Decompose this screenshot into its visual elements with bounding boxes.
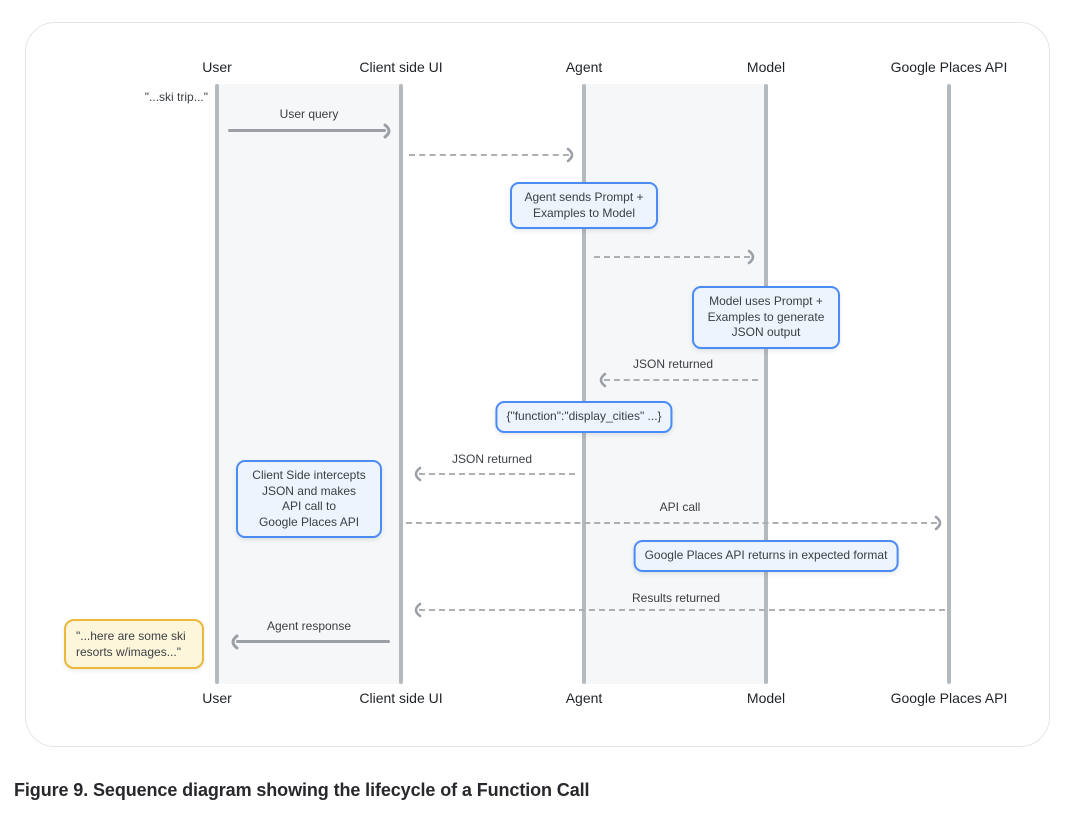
arrow-user-query	[228, 122, 392, 140]
arrowhead-left-icon	[414, 466, 422, 482]
response-quote-box: "...here are some ski resorts w/images..…	[64, 619, 204, 670]
note-client-intercepts: Client Side intercepts JSON and makes AP…	[236, 460, 382, 539]
message-label-agent-response: Agent response	[266, 619, 352, 633]
arrow-client-to-agent	[409, 146, 575, 164]
note-agent-sends-prompt: Agent sends Prompt + Examples to Model	[510, 182, 658, 230]
user-utterance-ski-trip: "...ski trip..."	[144, 90, 208, 104]
actor-bottom-user: User	[202, 690, 232, 706]
lifeline-agent	[582, 84, 586, 684]
arrowhead-right-icon	[383, 123, 391, 139]
note-places-returns: Google Places API returns in expected fo…	[633, 540, 899, 572]
arrowhead-left-icon	[599, 372, 607, 388]
arrowhead-right-icon	[934, 515, 942, 531]
arrow-json-to-client	[413, 465, 575, 483]
message-label-results-returned: Results returned	[631, 591, 721, 605]
figure-caption: Figure 9. Sequence diagram showing the l…	[14, 780, 590, 800]
message-label-api-call: API call	[659, 500, 701, 514]
actor-bottom-places: Google Places API	[890, 690, 1008, 706]
arrowhead-left-icon	[231, 634, 239, 650]
arrow-agent-to-model	[594, 248, 756, 266]
message-label-user-query: User query	[279, 107, 339, 121]
arrowhead-left-icon	[414, 602, 422, 618]
actor-bottom-client: Client side UI	[359, 690, 443, 706]
diagram-card: User Client side UI Agent Model Google P…	[25, 22, 1050, 747]
actor-top-user: User	[202, 59, 232, 75]
note-function-json: {"function":"display_cities" ...}	[495, 401, 673, 433]
arrowhead-right-icon	[566, 147, 574, 163]
message-label-json-returned-agent: JSON returned	[632, 357, 714, 371]
arrow-json-to-agent	[598, 371, 758, 389]
actor-top-places: Google Places API	[890, 59, 1008, 75]
arrow-agent-response	[230, 633, 390, 651]
actor-top-agent: Agent	[565, 59, 603, 75]
actor-bottom-agent: Agent	[565, 690, 603, 706]
lifeline-user	[215, 84, 219, 684]
note-model-generates-json: Model uses Prompt + Examples to generate…	[692, 286, 840, 349]
band-user-client	[217, 84, 401, 684]
actor-bottom-model: Model	[746, 690, 786, 706]
actor-top-client: Client side UI	[359, 59, 443, 75]
message-label-json-returned-client: JSON returned	[451, 452, 533, 466]
lifeline-places	[947, 84, 951, 684]
lifeline-model	[764, 84, 768, 684]
actor-top-model: Model	[746, 59, 786, 75]
arrowhead-right-icon	[747, 249, 755, 265]
arrow-api-call	[406, 514, 943, 532]
lifeline-client	[399, 84, 403, 684]
arrow-results-returned	[413, 601, 945, 619]
